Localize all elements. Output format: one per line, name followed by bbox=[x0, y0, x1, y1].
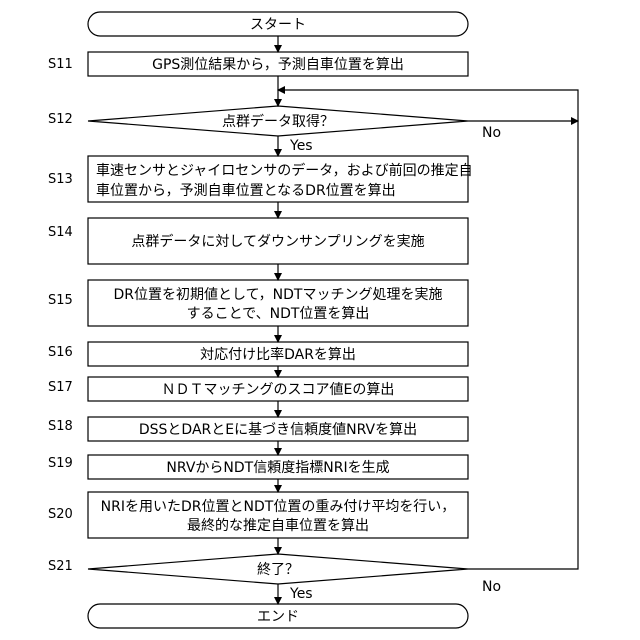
step-text-s11: GPS測位結果から，予測自車位置を算出 bbox=[152, 56, 404, 73]
end-label: エンド bbox=[257, 609, 299, 625]
no-label-s12: No bbox=[482, 125, 501, 141]
decision-text-s21: 終了？ bbox=[257, 562, 299, 578]
step-text-s15-line2: することで、NDT位置を算出 bbox=[187, 306, 370, 322]
step-label-s11: S11 bbox=[48, 57, 73, 72]
step-label-s21: S21 bbox=[48, 559, 73, 574]
step-text-s16: 対応付け比率DARを算出 bbox=[200, 346, 356, 363]
step-label-s17: S17 bbox=[48, 380, 73, 395]
yes-label-s21: Yes bbox=[289, 586, 313, 602]
step-text-s13-line2: 車位置から，予測自車位置となるDR位置を算出 bbox=[96, 182, 396, 199]
step-label-s19: S19 bbox=[48, 456, 73, 471]
step-text-s17: ＮＤＴマッチングのスコア値Eの算出 bbox=[162, 382, 395, 398]
step-label-s18: S18 bbox=[48, 419, 73, 434]
start-label: スタート bbox=[250, 17, 306, 33]
step-label-s15: S15 bbox=[48, 293, 73, 308]
step-label-s20: S20 bbox=[48, 507, 73, 522]
step-text-s20-line1: NRIを用いたDR位置とNDT位置の重み付け平均を行い， bbox=[101, 499, 456, 515]
step-text-s14: 点群データに対してダウンサンプリングを実施 bbox=[131, 233, 424, 250]
step-label-s13: S13 bbox=[48, 172, 73, 187]
decision-text-s12: 点群データ取得？ bbox=[222, 113, 334, 130]
step-text-s13-line1: 車速センサとジャイロセンサのデータ，および前回の推定自 bbox=[96, 162, 473, 179]
no-label-s21: No bbox=[482, 579, 501, 595]
step-label-s12: S12 bbox=[48, 112, 73, 127]
step-text-s20-line2: 最終的な推定自車位置を算出 bbox=[187, 517, 369, 534]
step-text-s19: NRVからNDT信頼度指標NRIを生成 bbox=[166, 460, 389, 476]
step-text-s15-line1: DR位置を初期値として，NDTマッチング処理を実施 bbox=[114, 286, 443, 303]
step-label-s16: S16 bbox=[48, 345, 73, 360]
yes-label-s12: Yes bbox=[289, 138, 313, 154]
step-text-s18: DSSとDARとEに基づき信頼度値NRVを算出 bbox=[139, 421, 417, 438]
step-label-s14: S14 bbox=[48, 225, 73, 240]
